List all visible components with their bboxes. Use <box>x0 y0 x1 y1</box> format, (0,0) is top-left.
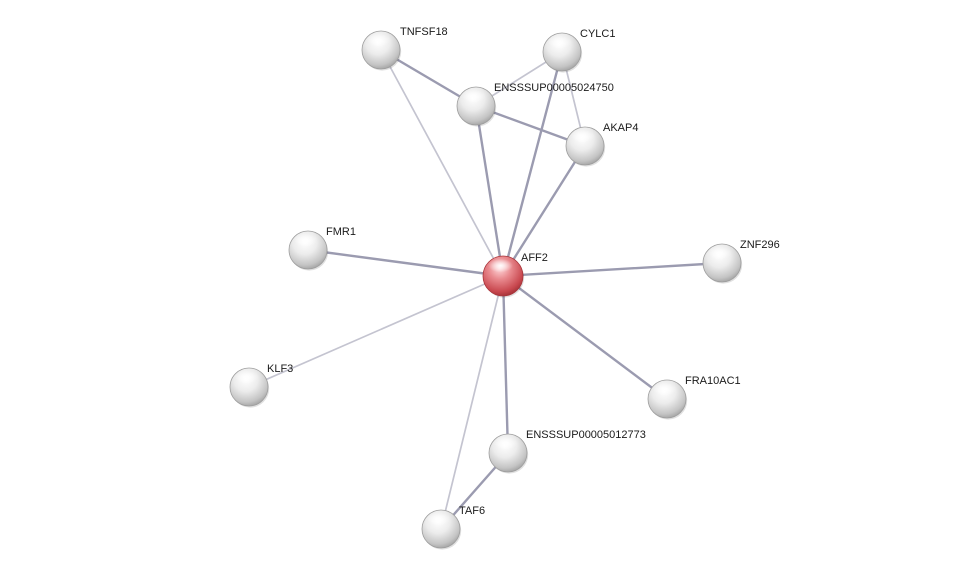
node-highlight <box>293 233 318 247</box>
nodes-layer <box>229 30 743 550</box>
node-klf3[interactable] <box>229 367 270 408</box>
node-taf6[interactable] <box>421 509 462 550</box>
node-label-akap4: AKAP4 <box>603 122 638 134</box>
edge-aff2-taf6[interactable] <box>440 275 504 530</box>
node-tnfsf18[interactable] <box>361 30 402 71</box>
node-highlight <box>461 89 486 103</box>
node-ensssup00005024750[interactable] <box>456 86 497 127</box>
node-label-klf3: KLF3 <box>267 363 293 375</box>
node-label-aff2: AFF2 <box>521 252 548 264</box>
node-label-znf296: ZNF296 <box>740 239 780 251</box>
edge-aff2-znf296[interactable] <box>501 261 724 278</box>
node-label-fmr1: FMR1 <box>326 226 356 238</box>
node-highlight <box>570 129 595 143</box>
node-highlight <box>493 436 518 450</box>
node-label-cylc1: CYLC1 <box>580 28 615 40</box>
node-highlight <box>234 370 259 384</box>
edge-aff2-akap4[interactable] <box>501 144 587 278</box>
edge-aff2-tnfsf18[interactable] <box>380 49 504 277</box>
node-ensssup00005012773[interactable] <box>488 433 529 474</box>
node-highlight <box>547 35 572 49</box>
node-highlight <box>488 258 513 273</box>
node-highlight <box>707 246 732 260</box>
node-label-fra10ac1: FRA10AC1 <box>685 375 741 387</box>
node-highlight <box>426 512 451 526</box>
node-label-ensssup00005024750: ENSSSUP00005024750 <box>494 82 614 94</box>
node-akap4[interactable] <box>565 126 606 167</box>
node-aff2[interactable] <box>482 255 525 298</box>
node-cylc1[interactable] <box>542 32 583 73</box>
node-highlight <box>366 33 391 47</box>
edge-aff2-ensssup00005012773[interactable] <box>501 274 510 455</box>
edge-aff2-ensssup00005024750[interactable] <box>474 104 505 278</box>
edge-aff2-fra10ac1[interactable] <box>501 274 669 401</box>
node-fra10ac1[interactable] <box>647 379 688 420</box>
labels-layer: AFF2 TNFSF18 CYLC1ENSSSUP00005024750AKAP4F… <box>267 26 780 517</box>
edge-aff2-fmr1[interactable] <box>306 248 505 278</box>
node-label-taf6: TAF6 <box>459 505 485 517</box>
node-label-ensssup00005012773: ENSSSUP00005012773 <box>526 429 646 441</box>
node-znf296[interactable] <box>702 243 743 284</box>
node-label-tnfsf18: TNFSF18 <box>400 26 448 38</box>
node-fmr1[interactable] <box>288 230 329 271</box>
edge-aff2-klf3[interactable] <box>248 275 504 388</box>
node-highlight <box>652 382 677 396</box>
edge-aff2-cylc1[interactable] <box>501 50 564 278</box>
